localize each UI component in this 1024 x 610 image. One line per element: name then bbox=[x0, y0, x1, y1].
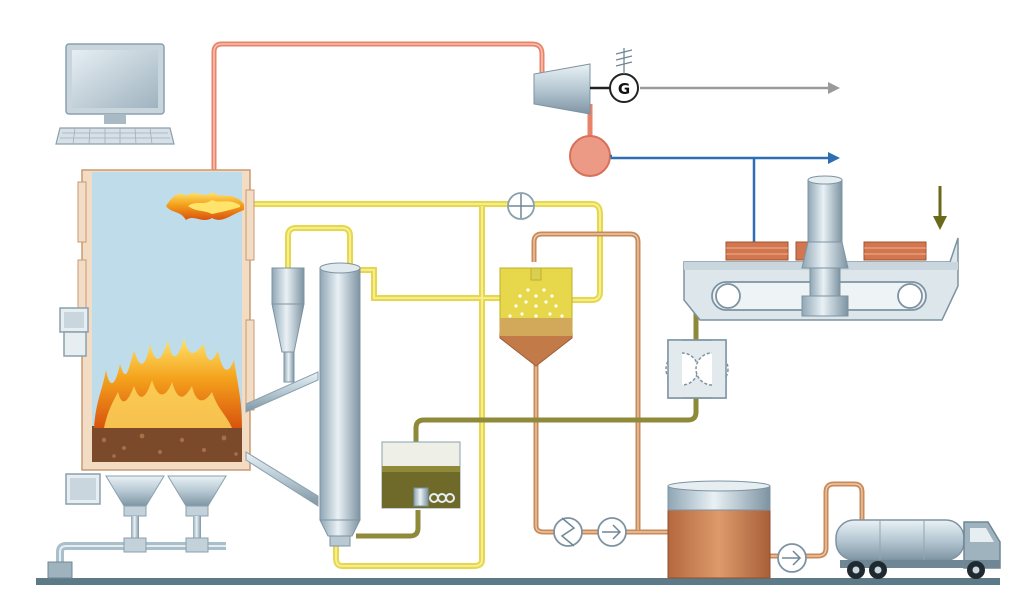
generator: G bbox=[609, 48, 639, 103]
dewatering-press bbox=[665, 339, 729, 399]
ground-line bbox=[36, 578, 1000, 585]
flue-gas-filter-column bbox=[319, 262, 361, 547]
boiler-furnace bbox=[59, 169, 255, 505]
control-computer bbox=[55, 43, 175, 145]
ash-hoppers bbox=[47, 475, 227, 579]
heat-exchanger-icon bbox=[553, 517, 583, 547]
spray-scrubber bbox=[499, 267, 573, 367]
generator-label: G bbox=[618, 80, 630, 98]
transfer-pump-icon bbox=[777, 543, 807, 573]
condenser bbox=[569, 135, 611, 177]
cyclone-separator bbox=[271, 267, 305, 383]
furnace-fire bbox=[94, 338, 242, 428]
steam-turbine bbox=[533, 63, 610, 115]
furnace-duct bbox=[245, 371, 319, 507]
burner-flame bbox=[166, 192, 244, 220]
district-heat-arrow bbox=[608, 152, 840, 242]
tanker-truck bbox=[835, 519, 1001, 579]
slurry-pump-icon bbox=[597, 517, 627, 547]
steam-pipe bbox=[211, 41, 545, 172]
induced-draft-fan-icon bbox=[507, 192, 535, 220]
storage-tank bbox=[667, 480, 771, 579]
settling-tank bbox=[381, 441, 461, 509]
sludge-dryer bbox=[683, 175, 959, 321]
